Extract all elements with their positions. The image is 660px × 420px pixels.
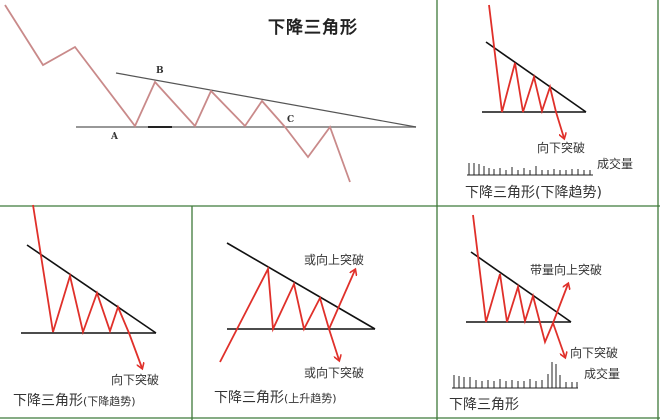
bl-caption-main: 下降三角形 <box>13 393 83 409</box>
br-breakout-down <box>552 322 565 357</box>
bl-resistance-line <box>26 244 157 334</box>
tr-caption: 下降三角形(下降趋势) <box>465 186 602 200</box>
main-resistance-line <box>115 72 417 128</box>
tr-volume-bars <box>467 163 593 176</box>
bm-caption-main: 下降三角形 <box>214 390 284 406</box>
tr-resistance-line <box>485 41 587 113</box>
point-b-label: B <box>156 66 164 76</box>
tr-breakout-label: 向下突破 <box>537 141 586 155</box>
bm-breakout-up <box>328 270 355 330</box>
bl-caption-sub: (下降趋势) <box>83 395 136 408</box>
bm-breakout-down-label: 或向下突破 <box>304 366 365 380</box>
br-resistance-line <box>470 251 572 323</box>
br-volume-label: 成交量 <box>584 367 621 381</box>
bm-resistance-line <box>226 242 376 330</box>
bm-price-line <box>219 265 330 363</box>
tr-caption-sub: (下降趋势) <box>535 185 602 201</box>
point-a-label: A <box>111 132 118 142</box>
bm-breakout-up-label: 或向上突破 <box>304 253 365 267</box>
tr-caption-main: 下降三角形 <box>465 185 535 201</box>
br-breakout-down-label: 向下突破 <box>570 346 619 360</box>
main-title: 下降三角形 <box>268 18 358 38</box>
br-volume-bars <box>452 362 578 389</box>
main-price-line <box>4 4 351 183</box>
br-caption: 下降三角形 <box>449 397 519 413</box>
br-breakout-up <box>552 284 568 324</box>
tr-volume-label: 成交量 <box>597 157 634 171</box>
bl-breakout-label: 向下突破 <box>111 373 160 387</box>
bm-caption-sub: (上升趋势) <box>284 392 337 405</box>
br-price-line <box>472 214 554 345</box>
bm-breakout-down <box>328 328 339 360</box>
bl-caption: 下降三角形(下降趋势) <box>13 394 136 408</box>
bl-price-line <box>32 204 142 368</box>
tr-price-line <box>488 4 564 138</box>
point-c-label: C <box>287 115 295 125</box>
br-breakout-up-label: 带量向上突破 <box>530 263 603 277</box>
bm-caption: 下降三角形(上升趋势) <box>214 391 337 405</box>
